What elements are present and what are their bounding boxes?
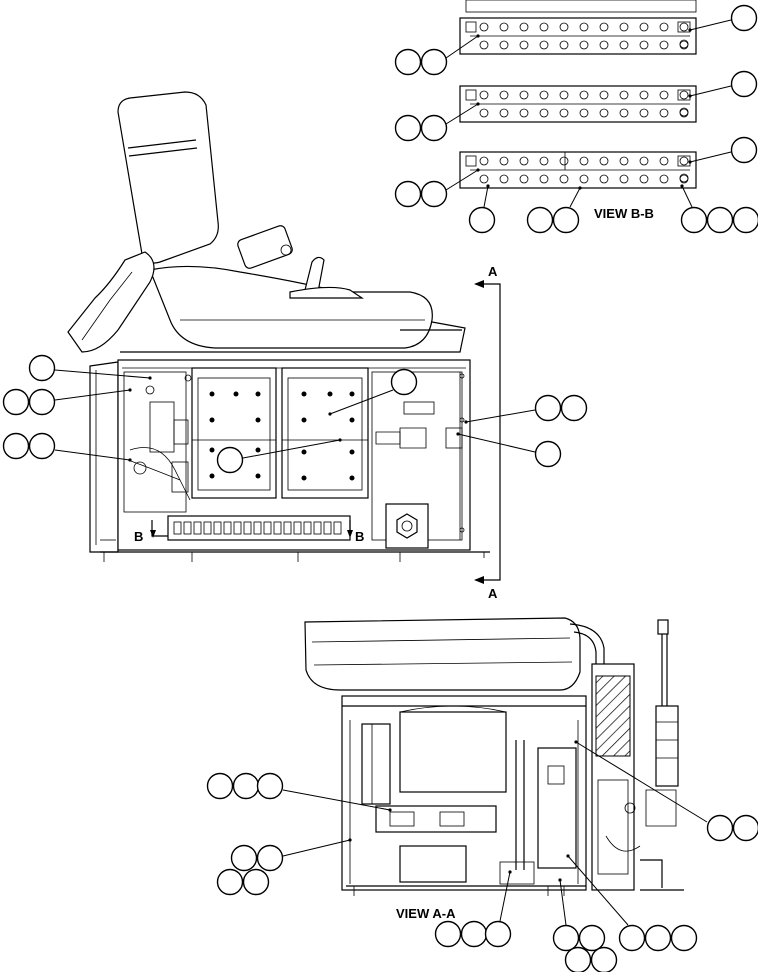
callout-bubble [216,446,244,474]
callout-bubble [2,432,30,460]
callout-bubble [242,868,270,896]
callout-bubble [680,206,708,234]
callout-bubbles [2,4,758,972]
callout-bubble [390,368,418,396]
section-mark-b-left: B [134,529,143,544]
view-bb-terminal-strips [459,0,697,189]
callout-bubble [534,394,562,422]
callout-bubble [732,206,758,234]
callout-bubble [230,844,258,872]
callout-bubble [526,206,554,234]
view-aa-section [304,617,684,896]
callout-bubble [394,48,422,76]
callout-bubble [420,180,448,208]
callout-bubble [484,920,512,948]
callout-bubble [730,70,758,98]
operator-seat [67,91,466,353]
callout-bubble [394,114,422,142]
callout-bubble [28,432,56,460]
callout-bubble [578,924,606,952]
callout-bubble [256,772,284,800]
callout-bubble [420,48,448,76]
callout-bubble [28,388,56,416]
callout-bubble [460,920,488,948]
callout-bubble [618,924,646,952]
view-bb-label: VIEW B-B [594,206,654,221]
callout-bubble [644,924,672,952]
callout-bubble [434,920,462,948]
section-mark-a-top: A [488,264,498,279]
callout-bubble [560,394,588,422]
section-mark-b-right: B [355,529,364,544]
section-mark-a-bottom: A [488,586,498,601]
callout-bubble [730,136,758,164]
callout-bubble [232,772,260,800]
callout-bubble [216,868,244,896]
callout-bubble [552,924,580,952]
callout-bubble [420,114,448,142]
callout-bubble [706,206,734,234]
callout-bubble [534,440,562,468]
callout-bubble [206,772,234,800]
callout-bubble [2,388,30,416]
callout-bubble [590,946,618,972]
view-aa-label: VIEW A-A [396,906,456,921]
callout-bubble [394,180,422,208]
callout-bubble [28,354,56,382]
callout-bubble [564,946,592,972]
callout-bubble [552,206,580,234]
callout-bubble [256,844,284,872]
callout-bubble [706,814,734,842]
callout-bubble [732,814,758,842]
callout-bubble [730,4,758,32]
callout-bubble [468,206,496,234]
callout-bubble [670,924,698,952]
